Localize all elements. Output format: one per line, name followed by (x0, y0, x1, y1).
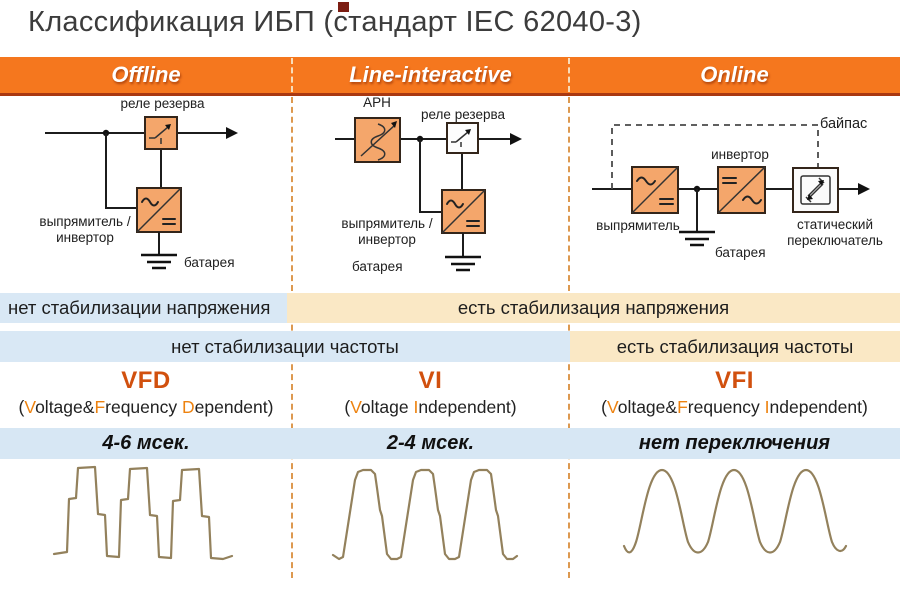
column-divider-2-header (568, 58, 570, 92)
voltage-yes-cell (287, 293, 900, 323)
offline-battery-label: батарея (184, 255, 235, 270)
rectifier-label: выпрямитель (596, 218, 680, 233)
ac-symbol (141, 197, 159, 207)
rectifier-box (631, 166, 679, 214)
avr-box (354, 117, 401, 163)
dc-symbol (466, 220, 480, 227)
li-relay-label: реле резерва (420, 107, 505, 122)
switch-time-line-interactive: 2-4 мсек. (386, 432, 475, 454)
offline-converter-label: выпрямитель / инвертор (39, 214, 131, 245)
sine-waveform (622, 468, 848, 554)
switch-time-online: нет переключения (638, 432, 831, 454)
loop-icon (800, 175, 831, 205)
switch-icon (149, 126, 169, 144)
branch-wire (419, 139, 442, 213)
page-title: Классификация ИБП (стандарт IEC 62040-3) (28, 6, 642, 38)
static-switch-box (792, 167, 839, 213)
bypass-dashed-wire (611, 124, 819, 189)
waveform-line-interactive (331, 468, 519, 561)
coil-icon (370, 123, 386, 161)
stepped-square-waveform (52, 465, 234, 561)
arrow-right-icon (510, 133, 522, 145)
converter-box (441, 189, 486, 234)
bypass-label: байпас (820, 116, 868, 132)
offline-relay-label: реле резерва (120, 96, 205, 111)
artifact-square (338, 2, 349, 12)
offline-circuit-diagram (45, 116, 238, 270)
relay-box (446, 122, 479, 154)
voltage-no-cell (0, 293, 287, 323)
column-divider-1-header (291, 58, 293, 92)
dc-symbol (659, 198, 674, 205)
dc-symbol (162, 218, 176, 225)
frequency-no-text: нет стабилизации частоты (171, 336, 399, 357)
ac-symbol (446, 199, 464, 209)
ac-symbol (742, 195, 762, 205)
line-interactive-circuit-diagram (335, 117, 522, 272)
fullname-vfi: (Voltage&Frequency Independent) (601, 397, 868, 417)
static-switch-label: статический переключатель (787, 217, 883, 248)
arrow-right-icon (226, 127, 238, 139)
ac-symbol (636, 176, 656, 186)
battery-icon (679, 230, 715, 247)
header-offline: Offline (111, 62, 181, 87)
avr-label: АРН (363, 95, 391, 110)
voltage-no-text: нет стабилизации напряжения (8, 297, 271, 318)
quasi-trapezoidal-waveform (331, 468, 519, 561)
frequency-yes-cell (570, 331, 900, 362)
switch-time-band (0, 428, 900, 459)
voltage-yes-text: есть стабилизация напряжения (457, 297, 730, 318)
battery-icon (445, 255, 481, 272)
header-online: Online (700, 62, 769, 87)
fullname-vfd: (Voltage&Frequency Dependent) (18, 397, 274, 417)
online-battery-label: батарея (715, 245, 766, 260)
li-converter-label: выпрямитель / инвертор (341, 216, 433, 247)
acronym-vi: VI (418, 367, 443, 394)
arrow-right-icon (858, 183, 870, 195)
battery-icon (141, 253, 177, 270)
header-line-interactive: Line-interactive (349, 62, 512, 87)
inverter-box (717, 166, 766, 214)
online-circuit-diagram (592, 124, 870, 247)
dc-symbol (722, 177, 737, 184)
switch-time-offline: 4-6 мсек. (102, 432, 190, 454)
relay-box (144, 116, 178, 150)
frequency-no-cell (0, 331, 570, 362)
inverter-label: инвертор (711, 147, 769, 162)
li-battery-label: батарея (352, 259, 403, 274)
branch-wire (105, 133, 137, 209)
waveform-online (622, 468, 848, 554)
switch-icon (451, 131, 469, 147)
acronym-vfi: VFI (715, 367, 754, 394)
frequency-yes-text: есть стабилизация частоты (616, 336, 854, 357)
fullname-vi: (Voltage Independent) (344, 397, 517, 417)
converter-box (136, 187, 182, 233)
header-row: Offline Line-interactive Online (0, 57, 900, 96)
acronym-vfd: VFD (121, 367, 171, 394)
waveform-offline (52, 465, 234, 561)
